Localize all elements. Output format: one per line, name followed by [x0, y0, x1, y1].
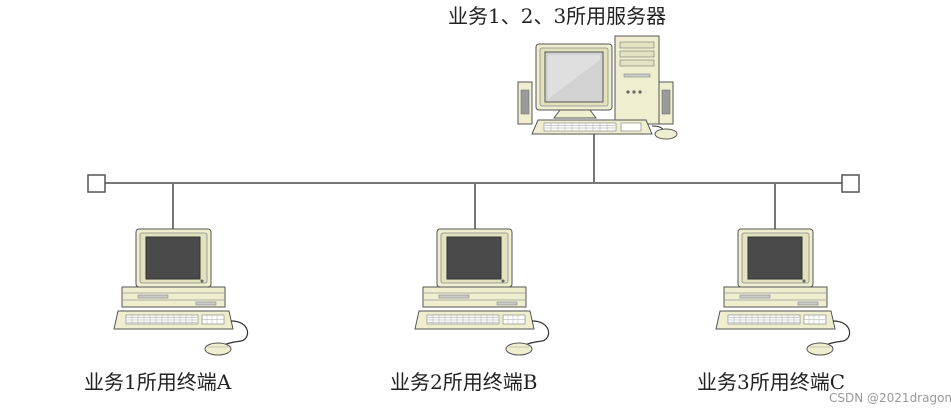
server-label: 业务1、2、3所用服务器 — [448, 4, 667, 28]
left-terminator — [87, 174, 106, 193]
terminal-c-computer-icon — [715, 228, 851, 356]
terminal-c-label: 业务3所用终端C — [697, 370, 846, 394]
terminal-b-label: 业务2所用终端B — [390, 370, 538, 394]
server-computer-icon — [517, 35, 678, 140]
terminal-b-computer-icon — [414, 228, 550, 356]
watermark: CSDN @2021dragon — [829, 391, 951, 405]
terminal-a-computer-icon — [113, 228, 249, 356]
terminal-a-label: 业务1所用终端A — [84, 370, 232, 394]
right-terminator — [841, 174, 860, 193]
